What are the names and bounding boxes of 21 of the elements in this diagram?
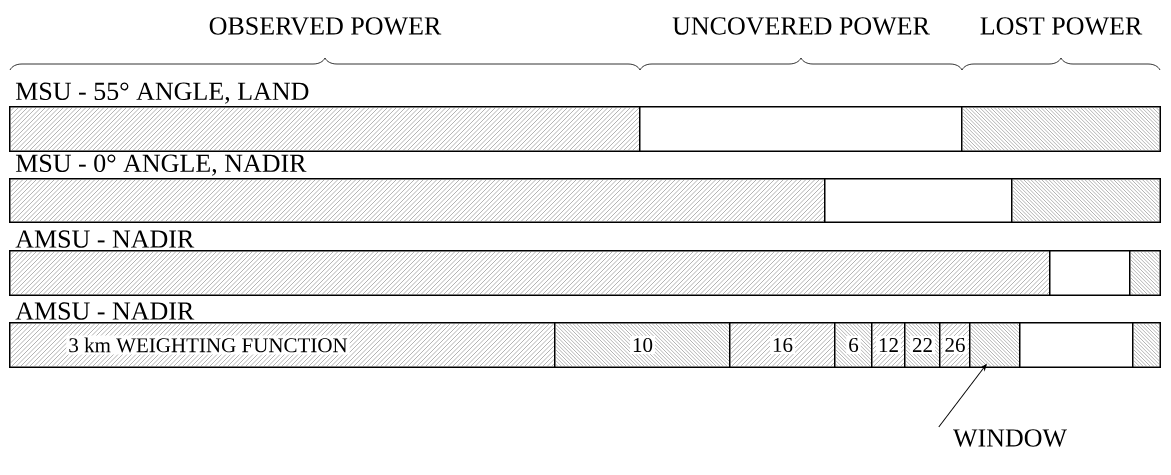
bar-segment (969, 322, 1021, 368)
bar-segment: 6 (834, 322, 873, 368)
bar-segment (961, 106, 1161, 152)
node-label: MSU - 55° ANGLE, LAND (15, 82, 309, 104)
bar-segment (824, 178, 1013, 223)
bar-segment: 26 (939, 322, 971, 368)
node-label: AMSU - NADIR (15, 230, 195, 248)
node-label: MSU - 0° ANGLE, NADIR (15, 154, 307, 176)
bar-segment: 12 (871, 322, 906, 368)
bar-segment (1132, 322, 1161, 368)
section-label: LOST POWER (980, 17, 1143, 35)
bar-segment (1011, 178, 1161, 223)
bar-segment (639, 106, 963, 152)
section-label: OBSERVED POWER (209, 17, 442, 35)
bar-segment (9, 106, 641, 152)
node-label: AMSU - NADIR (15, 302, 195, 320)
bar-segment (1129, 250, 1161, 296)
callout-label: WINDOW (953, 429, 1067, 447)
section-label: UNCOVERED POWER (672, 17, 930, 35)
bar-segment: 10 (554, 322, 731, 368)
leader-arrow (938, 364, 987, 428)
